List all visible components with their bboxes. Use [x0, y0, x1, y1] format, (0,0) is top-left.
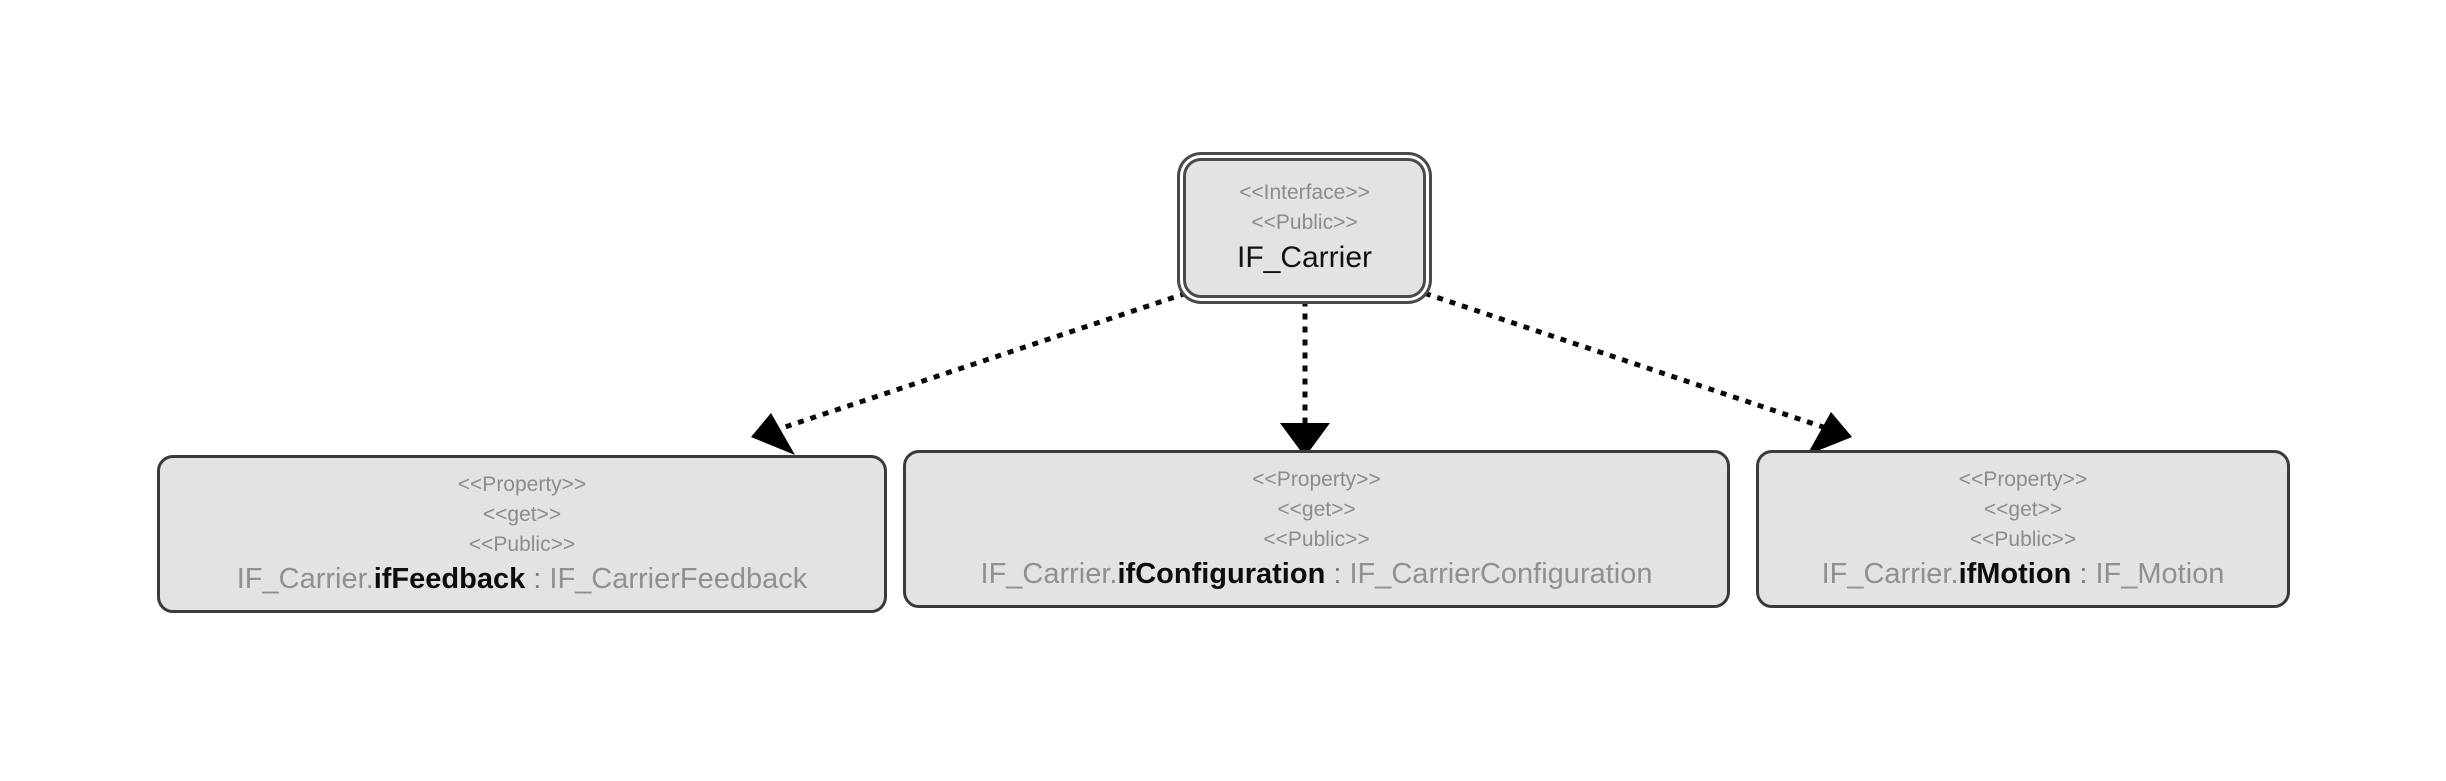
- member-type: IF_CarrierConfiguration: [1349, 558, 1653, 590]
- node-title-if-carrier: IF_Carrier: [1236, 241, 1372, 274]
- node-if-carrier-ifconfiguration[interactable]: <<Property>> <<get>> <<Public>> IF_Carri…: [903, 450, 1730, 608]
- stereotype-get: <<get>>: [1277, 498, 1356, 521]
- member-owner: IF_Carrier.: [236, 563, 374, 595]
- stereotype-interface: <<Interface>>: [1239, 181, 1370, 204]
- member-name: ifFeedback: [373, 563, 526, 595]
- member-type: IF_Motion: [2095, 558, 2225, 590]
- node-if-carrier[interactable]: <<Interface>> <<Public>> IF_Carrier: [1183, 158, 1426, 298]
- stereotype-property: <<Property>>: [1958, 468, 2088, 491]
- member-owner: IF_Carrier.: [980, 558, 1118, 590]
- member-signature-ifmotion: IF_Carrier.ifMotion : IF_Motion: [1822, 555, 2225, 593]
- stereotype-get: <<get>>: [1983, 498, 2063, 521]
- member-signature-ifconfiguration: IF_Carrier.ifConfiguration : IF_CarrierC…: [981, 555, 1653, 593]
- member-owner: IF_Carrier.: [1821, 558, 1959, 590]
- stereotype-get: <<get>>: [482, 503, 562, 526]
- member-separator: :: [525, 563, 550, 595]
- stereotype-public: <<Public>>: [1969, 528, 2077, 551]
- stereotype-property: <<Property>>: [1252, 468, 1381, 491]
- stereotype-public: <<Public>>: [1263, 528, 1370, 551]
- member-signature-iffeedback: IF_Carrier.ifFeedback : IF_CarrierFeedba…: [237, 560, 808, 598]
- connector-arrowhead-feedback: [751, 413, 795, 455]
- node-if-carrier-iffeedback[interactable]: <<Property>> <<get>> <<Public>> IF_Carri…: [157, 455, 887, 613]
- stereotype-property: <<Property>>: [457, 473, 587, 496]
- connector-arrowhead-motion: [1807, 412, 1852, 455]
- connector-line-feedback: [766, 286, 1200, 436]
- node-if-carrier-ifmotion[interactable]: <<Property>> <<get>> <<Public>> IF_Carri…: [1756, 450, 2290, 608]
- member-separator: :: [2071, 558, 2096, 590]
- stereotype-public: <<Public>>: [468, 533, 576, 556]
- member-name: ifMotion: [1958, 558, 2072, 590]
- stereotype-public: <<Public>>: [1251, 211, 1358, 234]
- member-type: IF_CarrierFeedback: [549, 563, 808, 595]
- connector-line-motion: [1411, 286, 1836, 434]
- member-separator: :: [1325, 558, 1350, 590]
- member-name: ifConfiguration: [1117, 558, 1326, 590]
